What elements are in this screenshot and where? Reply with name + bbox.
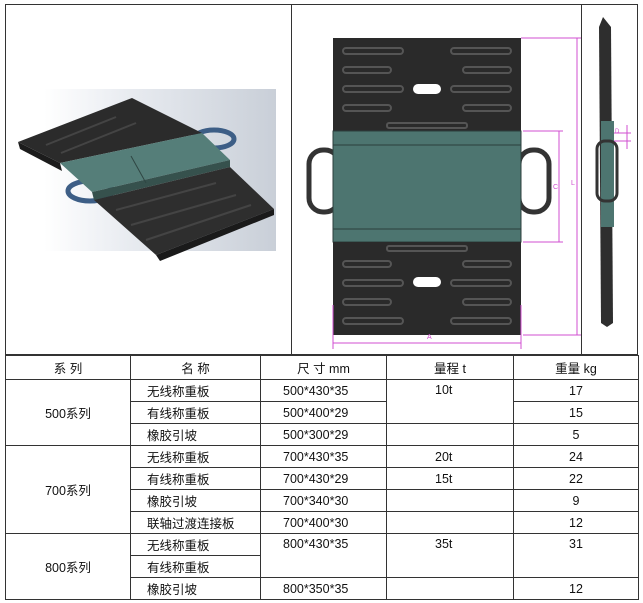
weight-cell: 9	[513, 489, 639, 512]
size-cell: 800*350*35	[260, 577, 387, 600]
size-cell: 500*430*35	[260, 379, 387, 402]
dim-d-label: D	[615, 129, 620, 135]
table-row: 有线称重板 500*400*29 15	[6, 401, 639, 424]
size-cell: 700*340*30	[260, 489, 387, 512]
bottom-ramp	[333, 242, 521, 335]
name-cell: 橡胶引坡	[130, 423, 261, 446]
weight-cell: 31	[513, 533, 639, 578]
size-cell: 500*400*29	[260, 401, 387, 424]
plate-edge	[92, 160, 230, 200]
series-cell: 700系列	[5, 445, 131, 534]
header-name: 名 称	[130, 355, 261, 380]
table-row: 橡胶引坡 700*340*30 9	[6, 489, 639, 512]
side-dimension	[614, 125, 631, 149]
weight-cell: 12	[513, 577, 639, 600]
bottom-ridges	[342, 245, 512, 325]
range-cell	[386, 511, 514, 534]
name-cell: 有线称重板	[130, 467, 261, 490]
plate-seam	[130, 155, 147, 184]
name-cell: 无线称重板	[130, 445, 261, 468]
side-plate	[601, 121, 614, 227]
spec-table: 系 列 名 称 尺 寸 mm 量程 t 重量 kg 500系列 无线称重板 50…	[5, 355, 639, 600]
name-cell: 无线称重板	[130, 533, 261, 556]
weight-cell: 12	[513, 511, 639, 534]
right-handle	[516, 147, 552, 215]
name-cell: 橡胶引坡	[130, 577, 261, 600]
range-cell	[386, 423, 514, 446]
side-handle	[595, 139, 619, 203]
top-grip-hole	[413, 84, 441, 94]
header-range: 量程 t	[386, 355, 514, 380]
name-cell: 无线称重板	[130, 379, 261, 402]
center-plate	[332, 130, 522, 243]
table-row: 橡胶引坡 500*300*29 5	[6, 423, 639, 446]
top-view-cell: A C L	[291, 5, 582, 354]
front-ramp-edge	[156, 209, 274, 261]
weight-cell: 5	[513, 423, 639, 446]
weight-cell: 17	[513, 379, 639, 402]
range-cell: 15t	[386, 467, 514, 490]
isometric-render-cell	[6, 5, 292, 354]
name-cell: 有线称重板	[130, 555, 261, 578]
top-ridges	[342, 47, 512, 129]
weight-cell: 24	[513, 445, 639, 468]
weighing-plate	[60, 133, 230, 192]
ramp-ridges	[45, 116, 252, 241]
size-cell: 700*430*35	[260, 445, 387, 468]
dimension-lines	[332, 37, 581, 349]
spec-header-row: 系 列 名 称 尺 寸 mm 量程 t 重量 kg	[5, 355, 639, 380]
dim-l-label: L	[571, 180, 575, 187]
size-cell: 500*300*29	[260, 423, 387, 446]
dim-a-label: A	[427, 334, 432, 341]
dim-c-label: C	[553, 184, 558, 191]
table-row: 800系列 无线称重板 800*430*35 35t 31	[5, 533, 639, 600]
size-cell: 800*430*35	[260, 533, 387, 578]
range-cell: 35t	[386, 533, 514, 578]
side-view-drawing: D	[595, 17, 631, 327]
name-cell: 橡胶引坡	[130, 489, 261, 512]
name-cell: 联轴过渡连接板	[130, 511, 261, 534]
range-cell: 20t	[386, 445, 514, 468]
name-cell: 有线称重板	[130, 401, 261, 424]
range-cell: 10t	[386, 379, 514, 424]
size-cell: 700*430*29	[260, 467, 387, 490]
range-cell	[386, 489, 514, 512]
header-size: 尺 寸 mm	[260, 355, 387, 380]
back-ramp	[18, 98, 202, 163]
header-weight: 重量 kg	[513, 355, 639, 380]
series-cell: 800系列	[5, 533, 131, 600]
table-row: 500系列 无线称重板 500*430*35 10t 17	[5, 379, 639, 446]
back-ramp-edge	[18, 142, 62, 171]
bottom-grip-hole	[413, 277, 441, 287]
top-view-drawing: A C L	[306, 37, 581, 349]
side-view-cell: D	[581, 5, 637, 354]
header-series: 系 列	[5, 355, 131, 380]
table-row: 有线称重板 700*430*29 15t 22	[6, 467, 639, 490]
size-cell: 700*400*30	[260, 511, 387, 534]
weight-cell: 22	[513, 467, 639, 490]
table-row: 橡胶引坡 800*350*35 12	[6, 577, 639, 600]
front-ramp	[94, 167, 274, 255]
weight-cell: 15	[513, 401, 639, 424]
product-images-row: A C L D	[5, 4, 638, 355]
range-cell	[386, 577, 514, 600]
isometric-render	[18, 89, 276, 261]
table-row: 700系列 无线称重板 700*430*35 20t 24	[5, 445, 639, 534]
series-cell: 500系列	[5, 379, 131, 446]
